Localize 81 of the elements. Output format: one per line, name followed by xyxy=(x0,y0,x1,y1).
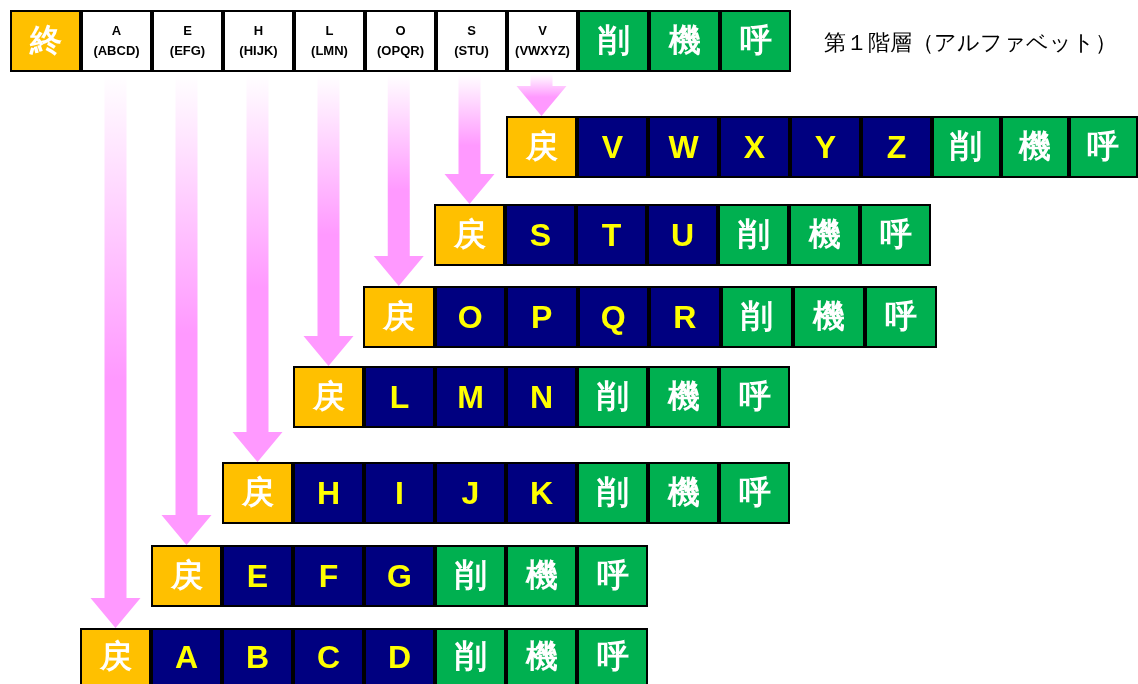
letter-key: B xyxy=(222,628,293,684)
key-range: (VWXYZ) xyxy=(515,42,570,60)
letter-key: Q xyxy=(577,286,649,348)
key-letter: O xyxy=(395,22,406,40)
letter-group-key xyxy=(365,10,436,72)
letter-key: R xyxy=(649,286,721,348)
kanji-key: 機 xyxy=(1000,116,1070,178)
letter-group-key xyxy=(294,10,365,72)
key-range: (EFG) xyxy=(169,42,206,60)
kanji-key: 削 xyxy=(577,366,648,428)
letter-group-key xyxy=(507,10,578,72)
kanji-key: 終 xyxy=(10,10,81,72)
kanji-key: 機 xyxy=(792,286,865,348)
key-letter: S xyxy=(467,22,476,40)
letter-group-key xyxy=(152,10,223,72)
kanji-key: 削 xyxy=(578,10,649,72)
key-letter: L xyxy=(325,22,334,40)
kanji-key: 機 xyxy=(648,366,719,428)
kanji-key: 呼 xyxy=(860,204,931,266)
kanji-key: 呼 xyxy=(864,286,937,348)
letter-key: O xyxy=(434,286,506,348)
kanji-key: 削 xyxy=(435,545,506,607)
kanji-key: 呼 xyxy=(577,628,648,684)
kanji-key: 呼 xyxy=(719,366,790,428)
kanji-key: 機 xyxy=(649,10,720,72)
letter-key: U xyxy=(647,204,718,266)
letter-key: F xyxy=(293,545,364,607)
kanji-key: 戻 xyxy=(434,204,505,266)
key-letter: H xyxy=(253,22,264,40)
kanji-key: 機 xyxy=(506,545,577,607)
kanji-key: 戻 xyxy=(151,545,222,607)
letter-group-key xyxy=(223,10,294,72)
letter-key: M xyxy=(435,366,506,428)
key-letter: A xyxy=(111,22,122,40)
key-letter: E xyxy=(183,22,192,40)
kanji-key: 機 xyxy=(648,462,719,524)
letter-key: G xyxy=(364,545,435,607)
letter-key: D xyxy=(364,628,435,684)
letter-key: Z xyxy=(861,116,932,178)
kanji-key: 戻 xyxy=(222,462,293,524)
letter-group-key xyxy=(436,10,507,72)
letter-key: I xyxy=(364,462,435,524)
kanji-key: 削 xyxy=(435,628,506,684)
key-range: (HIJK) xyxy=(239,42,278,60)
letter-key: K xyxy=(506,462,577,524)
key-range: (ABCD) xyxy=(93,42,140,60)
letter-key: W xyxy=(648,116,719,178)
letter-key: A xyxy=(151,628,222,684)
kanji-key: 削 xyxy=(932,116,1001,178)
kanji-key: 呼 xyxy=(577,545,648,607)
kanji-key: 機 xyxy=(506,628,577,684)
letter-key: X xyxy=(719,116,790,178)
kanji-key: 戻 xyxy=(293,366,364,428)
arrow xyxy=(516,74,567,116)
kanji-key: 削 xyxy=(720,286,793,348)
key-letter: V xyxy=(538,22,547,40)
letter-key: N xyxy=(506,366,577,428)
kanji-key: 呼 xyxy=(720,10,791,72)
letter-key: P xyxy=(506,286,578,348)
letter-key: L xyxy=(364,366,435,428)
letter-key: C xyxy=(293,628,364,684)
heading: 第１階層（アルファベット） xyxy=(824,29,1117,57)
kanji-key: 機 xyxy=(789,204,860,266)
kanji-key: 呼 xyxy=(1069,116,1138,178)
letter-group-key xyxy=(81,10,152,72)
kanji-key: 削 xyxy=(577,462,648,524)
key-range: (OPQR) xyxy=(377,42,424,60)
letter-key: Y xyxy=(790,116,861,178)
key-range: (STU) xyxy=(454,42,489,60)
letter-key: V xyxy=(577,116,648,178)
kanji-key: 戻 xyxy=(363,286,435,348)
letter-key: T xyxy=(576,204,647,266)
kanji-key: 戻 xyxy=(506,116,577,178)
letter-key: J xyxy=(435,462,506,524)
letter-key: S xyxy=(505,204,576,266)
letter-key: H xyxy=(293,462,364,524)
letter-key: E xyxy=(222,545,293,607)
key-range: (LMN) xyxy=(311,42,348,60)
kanji-key: 戻 xyxy=(80,628,151,684)
kanji-key: 削 xyxy=(718,204,789,266)
kanji-key: 呼 xyxy=(719,462,790,524)
